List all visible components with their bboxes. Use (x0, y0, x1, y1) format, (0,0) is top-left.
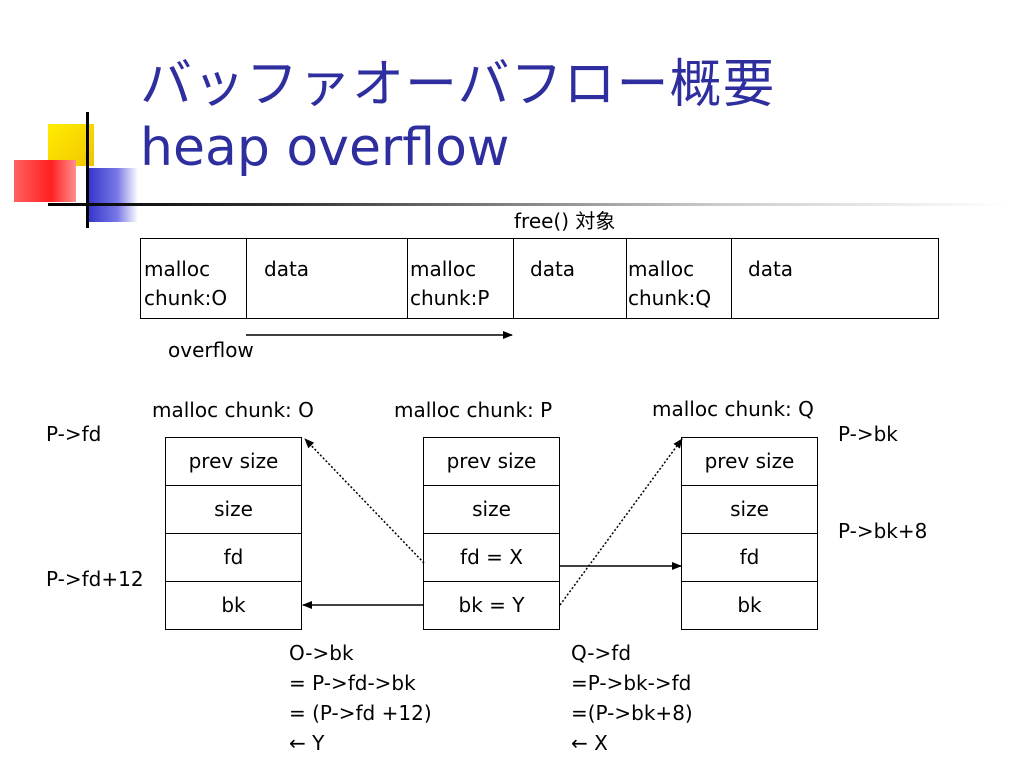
note-right-line: ← X (571, 731, 608, 755)
segment-q-header-line1: malloc (628, 257, 695, 281)
segment-o-header-line2: chunk:O (144, 286, 228, 310)
segment-q-header-line2: chunk:Q (628, 286, 712, 310)
page-subtitle: heap overflow (140, 118, 510, 178)
chunk-q-title: malloc chunk: Q (652, 397, 814, 421)
chunk-o-prev-size: prev size (166, 438, 301, 486)
label-p-fd: P->fd (46, 422, 102, 446)
note-left-line: ← Y (289, 731, 325, 755)
note-right-line: Q->fd (571, 641, 632, 665)
segment-o-header-line1: malloc (144, 257, 211, 281)
memory-layout-bar (140, 238, 939, 319)
segment-p-header-line2: chunk:P (410, 286, 490, 310)
note-right-line: =P->bk->fd (571, 671, 692, 695)
chunk-p-bk: bk = Y (458, 593, 525, 617)
chunk-p-fd: fd = X (424, 534, 559, 582)
note-left-line: = (P->fd +12) (289, 701, 432, 725)
chunk-q-size: size (682, 486, 817, 534)
label-p-bk: P->bk (838, 422, 898, 446)
chunk-o-bk: bk (221, 593, 246, 617)
chunk-p-title: malloc chunk: P (394, 398, 553, 422)
chunk-o-title: malloc chunk: O (152, 398, 314, 422)
chunk-p-prev-size: prev size (424, 438, 559, 486)
p-bk-to-q-arrow (559, 438, 683, 606)
segment-q-data: data (748, 257, 794, 281)
chunk-p-size: size (424, 486, 559, 534)
chunk-o-fd: fd (166, 534, 301, 582)
page-title: バッファオーバフロー概要 (140, 55, 776, 115)
chunk-q-bk: bk (737, 593, 762, 617)
chunk-q-fd: fd (682, 534, 817, 582)
chunk-o-size: size (166, 486, 301, 534)
free-target-label: free() 対象 (514, 209, 616, 233)
chunk-p-box: prev size size fd = X bk = Y (423, 437, 560, 630)
overflow-label: overflow (168, 338, 254, 362)
label-p-fd-12: P->fd+12 (46, 567, 144, 591)
segment-p-data: data (530, 257, 576, 281)
label-p-bk-8: P->bk+8 (838, 519, 928, 543)
note-left-line: = P->fd->bk (289, 671, 416, 695)
note-right-line: =(P->bk+8) (571, 701, 693, 725)
note-left-line: O->bk (289, 641, 354, 665)
segment-o-data: data (264, 257, 310, 281)
logo-red-square (14, 160, 76, 202)
segment-p-header-line1: malloc (410, 257, 477, 281)
title-divider (48, 203, 1008, 206)
chunk-q-prev-size: prev size (682, 438, 817, 486)
chunk-q-box: prev size size fd bk (681, 437, 818, 630)
chunk-o-box: prev size size fd bk (165, 437, 302, 630)
logo-vertical-line (86, 112, 89, 228)
p-fd-to-o-arrow (304, 438, 425, 564)
logo-blue-square (86, 168, 138, 222)
